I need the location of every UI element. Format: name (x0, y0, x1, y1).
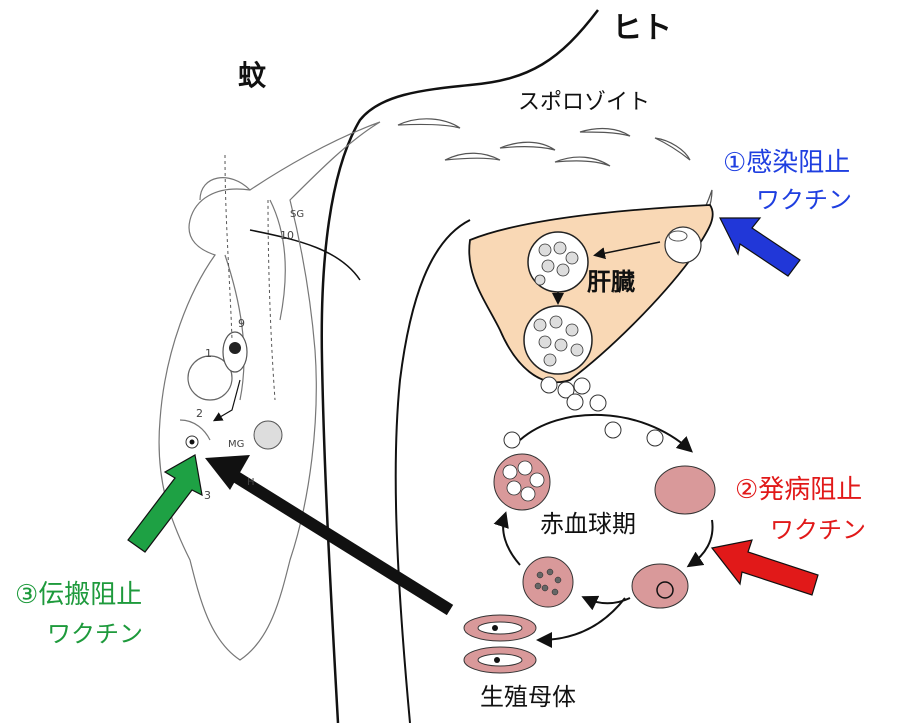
infection-blocking-arrow (720, 218, 800, 276)
infection-blocking-vaccine-title: ①感染阻止 (723, 150, 850, 176)
transmission-blocking-arrow (128, 455, 202, 552)
mosquito-mark-h: H (247, 478, 255, 488)
mosquito-mark-2: 2 (196, 408, 203, 419)
gametocyte-label: 生殖母体 (480, 685, 576, 709)
human-label: ヒト (612, 14, 672, 44)
mosquito-mark-sg: SG (290, 210, 304, 220)
sporozoite-label: スポロゾイト (518, 92, 650, 114)
transmission-blocking-vaccine-title: ③伝搬阻止 (15, 582, 142, 608)
merozoites (504, 377, 663, 448)
midgut-oocyst (254, 421, 282, 449)
disease-blocking-vaccine-subtitle: ワクチン (770, 518, 866, 542)
liver-label: 肝臓 (587, 270, 635, 294)
rbc-infected (655, 466, 715, 514)
rbc-schizont (523, 557, 573, 607)
mosquito-label: 蚊 (238, 62, 266, 90)
duct-path (225, 155, 232, 340)
rbc-trophozoite (632, 564, 688, 608)
transmission-arrow (225, 470, 450, 610)
mosquito-mark-10: 10 (280, 230, 294, 241)
infection-blocking-vaccine-subtitle: ワクチン (756, 188, 852, 212)
disease-blocking-arrow (712, 540, 818, 595)
mosquito-mark-1: 1 (205, 348, 212, 359)
mosquito-mark-3: 3 (204, 490, 211, 501)
disease-blocking-vaccine-title: ②発病阻止 (735, 477, 862, 503)
mosquito-mark-9: 9 (238, 318, 245, 329)
erythrocytic-stage-label: 赤血球期 (540, 512, 636, 536)
mosquito-mark-mg: MG (228, 440, 244, 450)
human-arm-outline (396, 220, 470, 723)
transmission-blocking-vaccine-subtitle: ワクチン (47, 622, 143, 646)
